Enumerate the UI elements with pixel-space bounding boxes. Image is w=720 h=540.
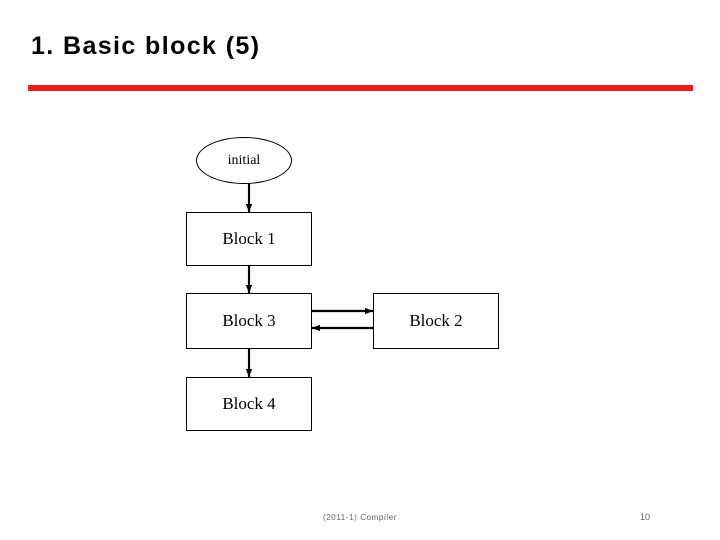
node-block1: Block 1 bbox=[186, 212, 312, 266]
title-underline-rule bbox=[28, 85, 693, 91]
node-block4: Block 4 bbox=[186, 377, 312, 431]
footer-course-label: (2011-1) Compiler bbox=[322, 513, 398, 522]
node-block1-label: Block 1 bbox=[222, 229, 276, 248]
page-title: 1. Basic block (5) bbox=[31, 32, 261, 60]
footer-page-number: 10 bbox=[640, 512, 651, 522]
node-block4-label: Block 4 bbox=[222, 394, 276, 413]
node-initial: initial bbox=[196, 137, 292, 184]
node-block3: Block 3 bbox=[186, 293, 312, 349]
node-block2-label: Block 2 bbox=[409, 311, 463, 330]
node-block3-label: Block 3 bbox=[222, 311, 276, 330]
node-block2: Block 2 bbox=[373, 293, 499, 349]
node-initial-label: initial bbox=[227, 152, 261, 168]
